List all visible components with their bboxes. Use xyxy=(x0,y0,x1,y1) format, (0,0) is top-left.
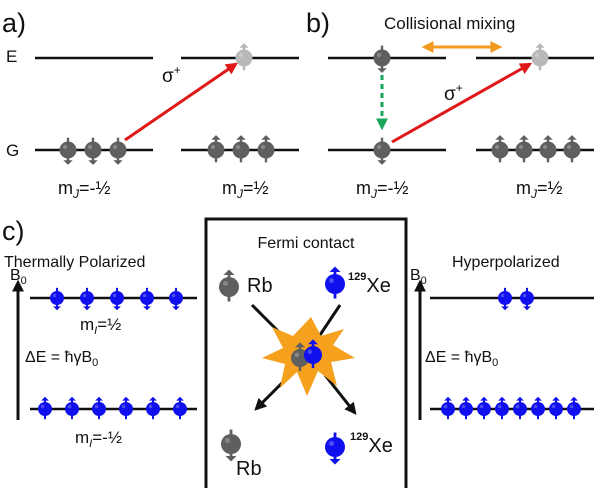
thermal-b0-label: B0 xyxy=(10,267,27,287)
blue-spin-sphere-icon xyxy=(173,396,187,420)
blue-spin-sphere-icon xyxy=(140,287,154,311)
thermal-title: Thermally Polarized xyxy=(4,254,145,271)
b-ground-atom-left xyxy=(373,137,391,165)
blue-spin-sphere-icon xyxy=(498,287,512,311)
grey-spin-sphere-icon xyxy=(219,269,239,302)
blue-spin-sphere-icon xyxy=(567,396,581,420)
panel-b-tag: b) xyxy=(306,8,330,38)
blue-spin-sphere-icon xyxy=(80,287,94,311)
fermi-contact-frame xyxy=(204,217,408,488)
collision-atoms xyxy=(291,339,322,372)
blue-spin-sphere-icon xyxy=(459,396,473,420)
hyper-lower-atoms xyxy=(441,396,581,420)
grey-spin-sphere-icon xyxy=(515,135,533,163)
a-sigma-plus-label: σ+ xyxy=(162,63,181,87)
blue-spin-sphere-icon xyxy=(520,287,534,311)
grey-spin-sphere-icon xyxy=(563,135,581,163)
collisional-mixing-label: Collisional mixing xyxy=(384,14,515,33)
grey-spin-sphere-icon xyxy=(531,43,549,71)
mi-down-label: mI=-½ xyxy=(75,428,122,450)
mi-up-label: mI=½ xyxy=(80,315,121,337)
hyper-title: Hyperpolarized xyxy=(452,254,560,271)
xe-label-outgoing: 129Xe xyxy=(350,431,393,457)
grey-spin-sphere-icon xyxy=(373,45,391,73)
a-ground-atoms-left xyxy=(59,137,127,165)
hyper-energy-label: ΔE = ħγB0 xyxy=(425,349,498,369)
level-e-label: E xyxy=(6,47,17,66)
grey-spin-sphere-icon xyxy=(207,135,225,163)
grey-spin-sphere-icon xyxy=(221,429,241,462)
blue-spin-sphere-icon xyxy=(92,396,106,420)
blue-spin-sphere-icon xyxy=(549,396,563,420)
hyper-b0-label: B0 xyxy=(410,267,427,287)
grey-spin-sphere-icon xyxy=(232,135,250,163)
blue-spin-sphere-icon xyxy=(531,396,545,420)
blue-spin-sphere-icon xyxy=(169,287,183,311)
blue-spin-sphere-icon xyxy=(110,287,124,311)
a-sigma-plus-arrow xyxy=(124,62,238,142)
thermal-lower-atoms xyxy=(38,396,187,420)
xe-incoming-track xyxy=(316,304,342,339)
b-sigma-plus-label: σ+ xyxy=(444,81,463,105)
blue-spin-sphere-icon xyxy=(325,266,345,299)
panel-c-tag: c) xyxy=(2,216,25,246)
blue-spin-sphere-icon xyxy=(477,396,491,420)
grey-spin-sphere-icon xyxy=(539,135,557,163)
xe-atom-outgoing xyxy=(325,432,345,465)
b-ground-atoms-right xyxy=(491,135,581,163)
panel-c: c) Thermally Polarized B0 xyxy=(2,216,594,488)
blue-spin-sphere-icon xyxy=(119,396,133,420)
a-mj-right-label: mJ=½ xyxy=(222,178,269,201)
panel-a: a) E G σ+ mJ=-½ mJ=½ xyxy=(2,8,299,201)
b-excited-atom-left xyxy=(373,45,391,73)
blue-spin-sphere-icon xyxy=(304,339,322,369)
grey-spin-sphere-icon xyxy=(491,135,509,163)
a-mj-left-label: mJ=-½ xyxy=(58,178,111,201)
grey-spin-sphere-icon xyxy=(84,137,102,165)
blue-spin-sphere-icon xyxy=(38,396,52,420)
thermal-upper-atoms xyxy=(50,287,183,311)
a-excited-atom xyxy=(235,43,253,71)
b-excited-atom-right xyxy=(531,43,549,71)
xe-label-incoming: 129Xe xyxy=(348,271,391,297)
level-g-label: G xyxy=(6,141,19,160)
xe-outgoing-arrow xyxy=(323,374,357,415)
blue-spin-sphere-icon xyxy=(441,396,455,420)
b-sigma-plus-arrow xyxy=(391,62,533,144)
grey-spin-sphere-icon xyxy=(59,137,77,165)
hyper-upper-atoms xyxy=(498,287,534,311)
hyper-subpanel: Hyperpolarized B0 ΔE = ħγB0 xyxy=(410,254,594,420)
blue-spin-sphere-icon xyxy=(146,396,160,420)
thermal-energy-label: ΔE = ħγB0 xyxy=(25,349,98,369)
rb-label-incoming: Rb xyxy=(247,275,273,297)
a-ground-atoms-right xyxy=(207,135,275,163)
rb-atom-incoming xyxy=(219,269,239,302)
panel-b: b) Collisional mixing σ+ mJ=-½ mJ=½ xyxy=(306,8,594,201)
blue-spin-sphere-icon xyxy=(65,396,79,420)
grey-spin-sphere-icon xyxy=(109,137,127,165)
fermi-contact-box: Fermi contact Rb 129Xe Rb xyxy=(204,217,408,488)
blue-spin-sphere-icon xyxy=(325,432,345,465)
rb-label-outgoing: Rb xyxy=(236,458,262,480)
fermi-contact-title: Fermi contact xyxy=(258,235,355,252)
blue-spin-sphere-icon xyxy=(495,396,509,420)
thermal-subpanel: Thermally Polarized B0 mI=½ ΔE = ħ xyxy=(4,254,197,450)
b-mj-right-label: mJ=½ xyxy=(516,178,563,201)
rb-atom-outgoing xyxy=(221,429,241,462)
grey-spin-sphere-icon xyxy=(257,135,275,163)
grey-spin-sphere-icon xyxy=(235,43,253,71)
grey-spin-sphere-icon xyxy=(373,137,391,165)
panel-a-tag: a) xyxy=(2,8,26,38)
b-mj-left-label: mJ=-½ xyxy=(356,178,409,201)
xe-atom-incoming xyxy=(325,266,345,299)
blue-spin-sphere-icon xyxy=(50,287,64,311)
blue-spin-sphere-icon xyxy=(513,396,527,420)
